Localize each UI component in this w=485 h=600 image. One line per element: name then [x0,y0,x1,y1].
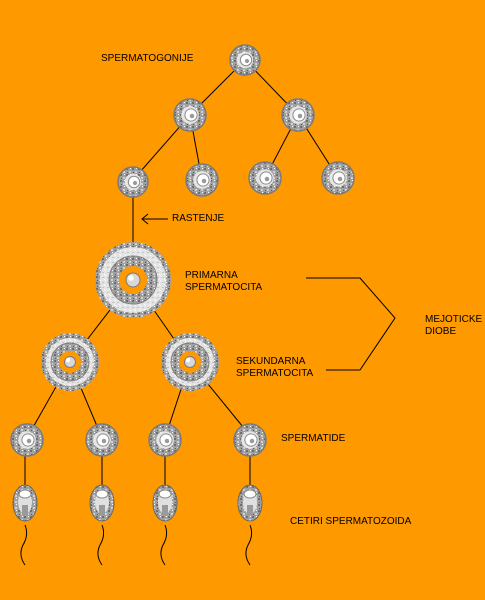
cell-spermatogonium [229,44,261,76]
label-sekundarna-line1: SEKUNDARNA [236,356,306,367]
spermatozoon [89,484,115,566]
label-sekundarna: SEKUNDARNA SPERMATOCITA [236,356,313,380]
cell-spermatogonium [117,166,149,198]
spermatozoon [152,484,178,566]
cell-spermatogonium [248,161,282,195]
label-primarna-line1: PRIMARNA [185,270,238,281]
cell-spermatogonium [281,98,315,132]
cell-spermatid [233,423,267,457]
label-mejoticke-line2: DIOBE [425,326,457,337]
label-spermatide: SPERMATIDE [281,433,346,444]
label-spermatogonije: SPERMATOGONIJE [101,53,194,64]
cell-primary-spermatocyte [95,242,171,318]
cell-spermatogonium [321,161,355,195]
cell-spermatid [85,423,119,457]
cell-spermatogonium [185,163,219,197]
cell-secondary-spermatocyte [161,333,219,391]
arrow-icon [141,213,149,225]
label-rastenje: RASTENJE [172,213,225,224]
label-primarna-line2: SPERMATOCITA [185,282,263,293]
cell-spermatid [148,423,182,457]
label-mejoticke-line1: MEJOTICKE [425,314,483,325]
meiosis-bracket [306,277,396,371]
cell-spermatid [10,423,44,457]
spermatozoon [12,484,38,566]
label-primarna: PRIMARNA SPERMATOCITA [185,270,262,294]
label-sekundarna-line2: SPERMATOCITA [236,368,314,379]
cell-secondary-spermatocyte [41,333,99,391]
spermatozoon [237,484,263,566]
label-spermatozoida: CETIRI SPERMATOZOIDA [290,516,412,527]
cell-spermatogonium [173,98,207,132]
label-mejoticke: MEJOTICKE DIOBE [425,314,482,338]
